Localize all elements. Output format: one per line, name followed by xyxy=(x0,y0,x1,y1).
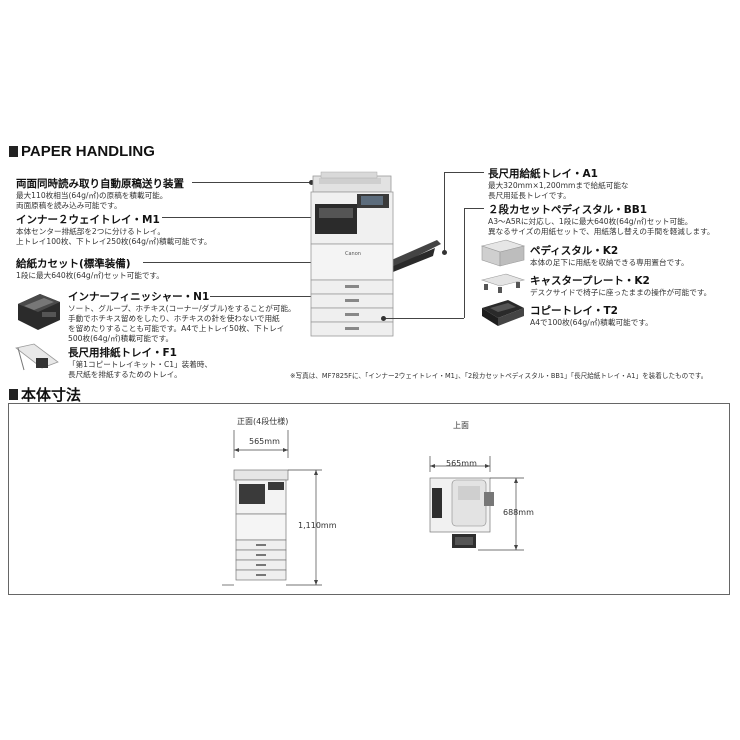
section-title: PAPER HANDLING xyxy=(21,143,155,160)
printer-main-image xyxy=(310,171,441,337)
feature-line: 最大110枚相当(64g/㎡)の原稿を積載可能。 xyxy=(16,191,168,200)
feature-line: 上トレイ100枚、下トレイ250枚(64g/㎡)積載可能です。 xyxy=(16,237,212,246)
leader-line xyxy=(384,318,464,319)
feature-inner-finisher: インナーフィニッシャー・N1 ソート、グループ、ホチキス(コーナー/ダブル)をす… xyxy=(68,289,296,344)
top-depth-label: 688mm xyxy=(503,508,534,517)
leader-line xyxy=(444,172,445,252)
feature-line: A4で100枚(64g/㎡)積載可能です。 xyxy=(530,318,653,327)
feature-copy-tray: コピートレイ・T2 A4で100枚(64g/㎡)積載可能です。 xyxy=(530,303,653,328)
feature-title: インナー２ウェイトレイ・M1 xyxy=(16,214,160,226)
front-width-label: 565mm xyxy=(249,437,280,446)
feature-line: デスクサイドで椅子に座ったままの操作が可能です。 xyxy=(530,288,712,297)
feature-line: 手動でホチキス留めをしたり、ホチキスの針を使わないで用紙 xyxy=(68,314,280,323)
feature-title: 両面同時読み取り自動原稿送り装置 xyxy=(16,178,184,190)
leader-line xyxy=(464,208,465,318)
feature-title: 給紙カセット(標準装備) xyxy=(16,258,131,270)
top-view-drawing xyxy=(429,456,524,551)
front-view-drawing xyxy=(222,430,322,586)
feature-line: 長尺用延長トレイです。 xyxy=(488,191,571,200)
feature-title: 長尺用排紙トレイ・F1 xyxy=(68,347,177,359)
feature-title: ペディスタル・K2 xyxy=(530,245,619,257)
feature-long-feed-tray: 長尺用給紙トレイ・A1 最大320mm×1,200mmまで給紙可能な 長尺用延長… xyxy=(488,166,629,201)
dimension-panel xyxy=(8,403,730,595)
feature-line: 異なるサイズの用紙セットで、用紙落し替えの手間を軽減します。 xyxy=(488,227,715,236)
leader-dot xyxy=(309,180,314,185)
section-header-dimensions: 本体寸法 xyxy=(9,384,81,405)
leader-line xyxy=(192,182,312,183)
top-view-label: 上面 xyxy=(453,421,469,430)
long-output-tray-image xyxy=(15,343,59,371)
front-view-label: 正面(4段仕様) xyxy=(237,417,289,426)
feature-line: 最大320mm×1,200mmまで給紙可能な xyxy=(488,181,629,190)
leader-line xyxy=(464,208,484,209)
caster-plate-image xyxy=(480,273,526,293)
square-bullet-icon xyxy=(9,146,18,157)
section-header-paper-handling: PAPER HANDLING xyxy=(9,143,155,160)
copy-tray-image xyxy=(482,300,524,326)
pedestal-image xyxy=(480,239,526,267)
square-bullet-icon xyxy=(9,389,18,400)
inner-finisher-image xyxy=(18,294,60,330)
top-width-label: 565mm xyxy=(446,459,477,468)
feature-line: を留めたりすることも可能です。A4で上トレイ50枚、下トレイ xyxy=(68,324,285,333)
feature-title: インナーフィニッシャー・N1 xyxy=(68,291,210,303)
section-title: 本体寸法 xyxy=(21,387,82,404)
feature-2stage-cassette-pedestal: ２段カセットペディスタル・BB1 A3～A5Rに対応し、1段に最大640枚(64… xyxy=(488,202,715,237)
brand-label: Canon xyxy=(345,251,361,257)
feature-long-output-tray: 長尺用排紙トレイ・F1 「第1コピートレイキット・C1」装着時、 長尺紙を排紙す… xyxy=(68,345,212,380)
feature-title: ２段カセットペディスタル・BB1 xyxy=(488,204,648,216)
front-height-label: 1,110mm xyxy=(298,521,337,530)
leader-dot xyxy=(442,250,447,255)
feature-caster-plate: キャスタープレート・K2 デスクサイドで椅子に座ったままの操作が可能です。 xyxy=(530,273,711,298)
feature-line: 1段に最大640枚(64g/㎡)セット可能です。 xyxy=(16,271,164,280)
feature-adf: 両面同時読み取り自動原稿送り装置 最大110枚相当(64g/㎡)の原稿を積載可能… xyxy=(16,176,184,211)
leader-line xyxy=(143,262,318,263)
leader-line xyxy=(210,296,322,297)
feature-title: コピートレイ・T2 xyxy=(530,305,618,317)
feature-title: 長尺用給紙トレイ・A1 xyxy=(488,168,598,180)
feature-inner-2way-tray: インナー２ウェイトレイ・M1 本体センター排紙部を2つに分けるトレイ。 上トレイ… xyxy=(16,212,211,247)
feature-line: A3～A5Rに対応し、1段に最大640枚(64g/㎡)セット可能。 xyxy=(488,217,693,226)
leader-line xyxy=(162,217,314,218)
feature-line: 本体の足下に用紙を収納できる専用置台です。 xyxy=(530,258,689,267)
leader-line xyxy=(444,172,484,173)
feature-line: 本体センター排紙部を2つに分けるトレイ。 xyxy=(16,227,165,236)
feature-line: 両面原稿を読み込み可能です。 xyxy=(16,201,122,210)
feature-title: キャスタープレート・K2 xyxy=(530,275,650,287)
feature-line: ソート、グループ、ホチキス(コーナー/ダブル)をすることが可能。 xyxy=(68,304,296,313)
feature-paper-cassette: 給紙カセット(標準装備) 1段に最大640枚(64g/㎡)セット可能です。 xyxy=(16,256,164,281)
feature-line: 500枚(64g/㎡)積載可能です。 xyxy=(68,334,174,343)
feature-pedestal: ペディスタル・K2 本体の足下に用紙を収納できる専用置台です。 xyxy=(530,243,689,268)
feature-line: 長尺紙を排紙するためのトレイ。 xyxy=(68,370,182,379)
feature-line: 「第1コピートレイキット・C1」装着時、 xyxy=(68,360,213,369)
leader-dot xyxy=(381,316,386,321)
photo-note: ※写真は、MF7825Fに、「インナー2ウェイトレイ・M1」、「2段カセットペデ… xyxy=(290,372,708,380)
